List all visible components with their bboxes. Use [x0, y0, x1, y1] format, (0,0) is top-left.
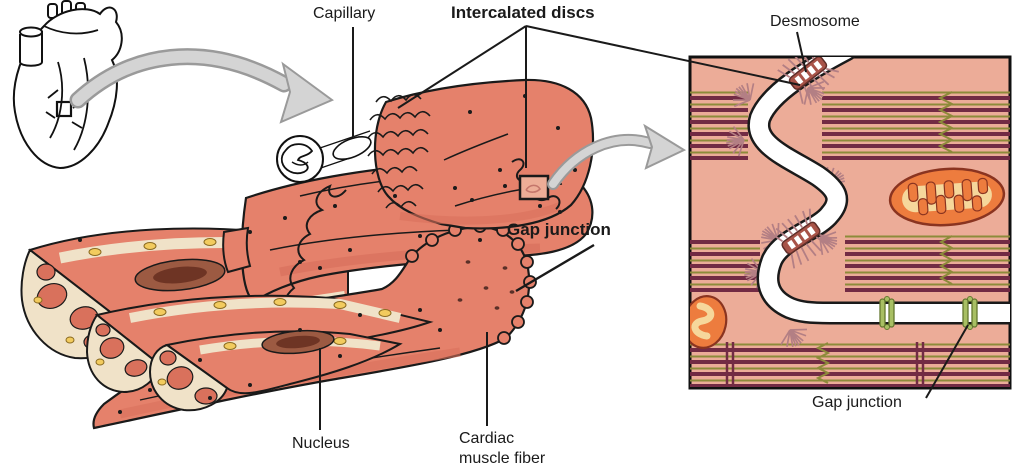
leader-intercalated-3: [525, 25, 801, 86]
detail-inset-marker: [518, 174, 550, 201]
cut-muscle-fiber-c: [148, 329, 403, 412]
label-gap-junction-detail: Gap junction: [812, 394, 902, 411]
arrow-fiber-to-panel-icon: [547, 123, 687, 190]
scalloped-disc-end: [367, 93, 431, 209]
capillary-illustration: [276, 130, 372, 183]
surface-dots: [78, 94, 577, 414]
z-disc-lines: [725, 342, 925, 386]
heart-illustration: [12, 0, 123, 170]
label-desmosome: Desmosome: [770, 13, 860, 30]
fiber-branch-bridge: [222, 226, 252, 274]
leader-gap-junction-detail: [925, 324, 969, 399]
gap-junction-specks: [457, 260, 515, 310]
label-leader-lines: [319, 25, 969, 430]
detail-panel: [688, 55, 1012, 390]
label-gap-junction-fiber: Gap junction: [507, 220, 611, 239]
label-nucleus: Nucleus: [292, 435, 350, 452]
arrow-heart-to-tissue-icon: [69, 48, 334, 124]
leader-intercalated-1: [397, 25, 527, 109]
heart-inset-marker: [55, 100, 73, 118]
label-cardiac-muscle-fiber: Cardiac muscle fiber: [459, 430, 546, 467]
leader-gap-junction-fiber: [515, 243, 595, 293]
myofibrils: [690, 90, 1010, 387]
leader-desmosome: [796, 31, 807, 73]
label-capillary: Capillary: [313, 5, 376, 22]
mitochondrion-large: [888, 167, 1006, 227]
mitochondrion-small: [690, 295, 728, 349]
intercalated-disc-channel: [747, 57, 1010, 325]
label-intercalated-discs: Intercalated discs: [451, 3, 595, 22]
